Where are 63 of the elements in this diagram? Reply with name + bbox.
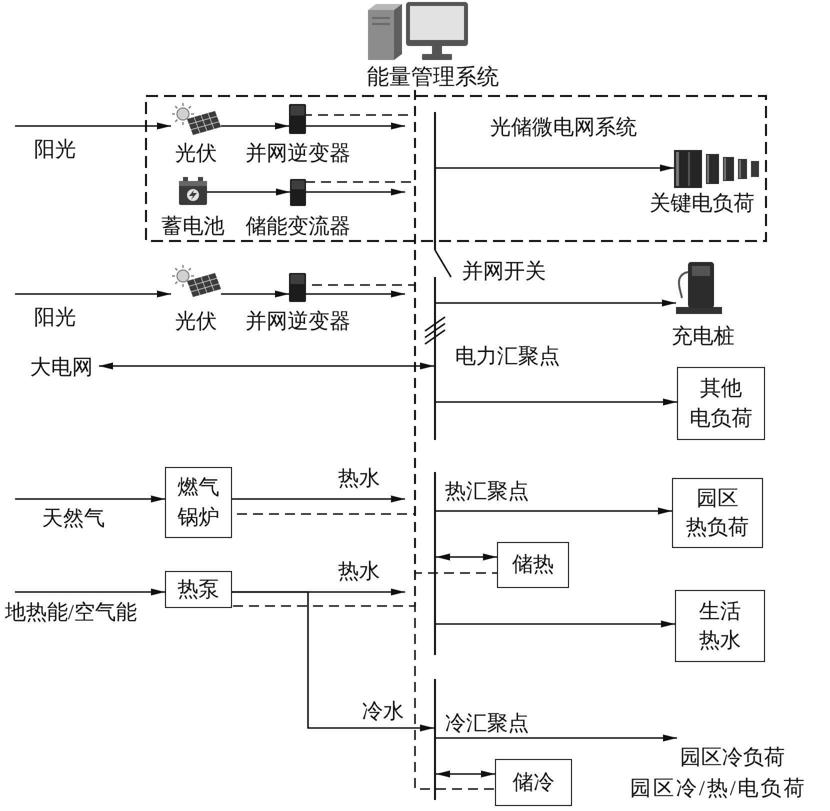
arrow	[232, 496, 405, 502]
edge-label: 阳光	[34, 305, 76, 330]
battery-icon	[179, 177, 207, 205]
double-arrow	[99, 362, 434, 370]
load-box: 其他电负荷	[677, 367, 765, 440]
edge-label: 并网开关	[462, 259, 546, 284]
system-boundary	[145, 95, 767, 242]
edge-label: 热水	[338, 466, 380, 490]
bus-label: 冷汇聚点	[445, 711, 529, 736]
double-arrow	[436, 554, 497, 560]
arrow	[306, 290, 405, 298]
solar-panel-icon	[171, 102, 221, 136]
arrow	[15, 122, 171, 130]
arrow	[207, 188, 290, 196]
arrow	[436, 300, 676, 306]
arrow	[436, 620, 675, 628]
arrow	[232, 591, 434, 732]
load-box: 生活热水	[675, 590, 765, 662]
device-box: 热泵	[165, 571, 232, 608]
server-rack-icon	[674, 150, 759, 188]
arrow	[221, 122, 289, 130]
arrow	[436, 164, 674, 172]
arrow	[436, 398, 677, 406]
charging-station-icon	[676, 262, 722, 314]
device-label: 储能变流器	[246, 214, 350, 238]
load-box: 园区热负荷	[672, 478, 763, 548]
arrow	[306, 122, 405, 130]
arrow	[306, 188, 405, 196]
device-label: 并网逆变器	[246, 309, 350, 334]
device-label: 光伏	[175, 141, 217, 166]
endpoint-label: 大电网	[30, 355, 93, 380]
device-label: 并网逆变器	[246, 141, 350, 166]
switch-line	[434, 250, 452, 278]
note-text: 园区冷/热/电负荷	[630, 776, 807, 800]
edge-label: 冷水	[362, 699, 404, 724]
arrow	[436, 734, 677, 742]
device-label: 蓄电池	[162, 214, 224, 238]
bus-label: 电力汇聚点	[455, 344, 560, 368]
edge-label: 阳光	[34, 137, 76, 162]
bus-label: 热汇聚点	[445, 479, 529, 504]
inverter-icon	[290, 179, 306, 206]
solar-panel-icon	[171, 264, 221, 298]
arrow	[15, 290, 171, 298]
double-arrow	[436, 770, 495, 778]
arrow	[436, 508, 672, 514]
edge-label: 地热能/空气能	[5, 600, 137, 624]
control-line	[414, 90, 495, 790]
inverter-icon	[289, 273, 306, 302]
storage-box: 储冷	[495, 759, 572, 806]
device-label: 光伏	[175, 309, 217, 334]
system-label: 能量管理系统	[367, 64, 499, 90]
arrow	[15, 588, 165, 596]
arrow	[221, 290, 289, 298]
group-title: 光储微电网系统	[490, 115, 637, 140]
arrow	[15, 496, 165, 502]
device-box: 燃气锅炉	[165, 467, 232, 538]
inverter-icon	[289, 104, 306, 134]
edge-label: 天然气	[42, 506, 105, 530]
device-label: 充电桩	[672, 324, 734, 348]
device-label: 关键电负荷	[650, 191, 754, 216]
storage-box: 储热	[497, 542, 569, 588]
endpoint-label: 园区冷负荷	[680, 745, 785, 770]
edge-label: 热水	[338, 559, 380, 584]
